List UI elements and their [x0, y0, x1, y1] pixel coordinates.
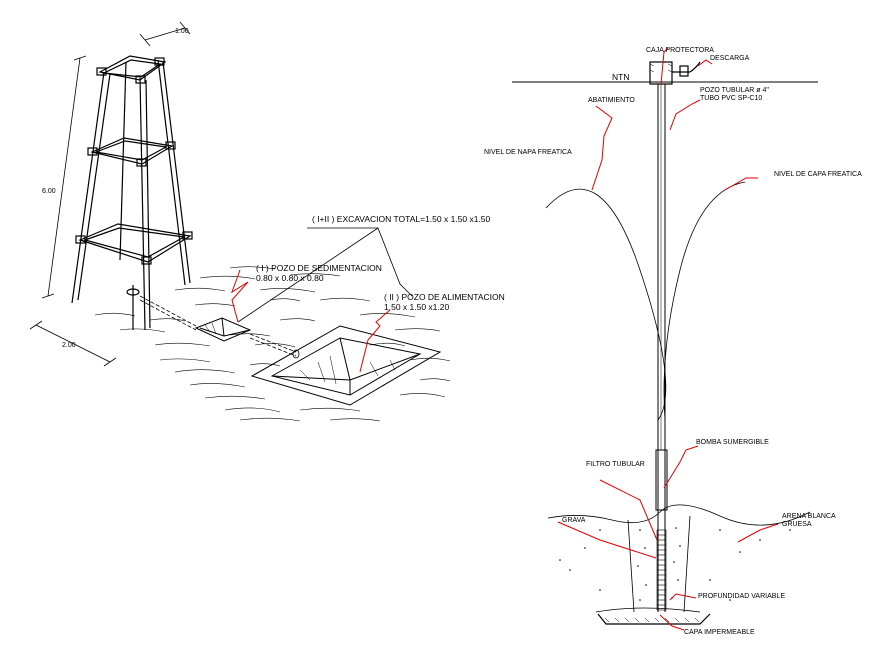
caja-label: CAJA PROTECTORA — [646, 47, 714, 54]
tubular-filter — [656, 529, 667, 611]
gravel-dots — [559, 527, 791, 601]
filtro-label: FILTRO TUBULAR — [586, 461, 645, 468]
capa-label: CAPA IMPERMEABLE — [684, 629, 755, 636]
dim-base-label: 2.00 — [62, 342, 76, 349]
tower-dimensions — [29, 21, 191, 367]
drawdown-curves — [545, 181, 746, 421]
ntn-label: NTN — [612, 72, 629, 82]
ground-hatching — [94, 266, 451, 422]
excavation-total-label: ( I+II ) EXCAVACION TOTAL=1.50 x 1.50 x1… — [312, 214, 491, 224]
feed-pit-title: ( II ) POZO DE ALIMENTACION — [384, 292, 505, 302]
feed-pit — [250, 325, 442, 406]
well-pipe — [657, 84, 666, 612]
soil-strata — [547, 504, 811, 625]
connecting-pipe — [139, 295, 300, 359]
feed-pit-dims: 1.50 x 1.50 x1.20 — [384, 302, 449, 312]
napa-left-label: NIVEL DE NAPA FREATICA — [484, 149, 572, 156]
sedimentation-dims: 0.80 x 0.80 x 0.80 — [256, 273, 324, 283]
elevated-tank-tower — [71, 55, 193, 331]
grava-label: GRAVA — [562, 517, 586, 524]
pozo-tubular-label: POZO TUBULAR ø 4" — [700, 87, 769, 94]
sedimentation-title: ( I ) POZO DE SEDIMENTACION — [256, 263, 382, 273]
sedimentation-pit — [194, 317, 252, 342]
dim-width-label: 1.00 — [175, 28, 189, 35]
protective-box — [649, 61, 701, 85]
profundidad-label: PROFUNDIDAD VARIABLE — [698, 593, 785, 600]
descarga-label: DESCARGA — [710, 55, 750, 62]
bomba-label: BOMBA SUMERGIBLE — [696, 439, 769, 446]
abatimiento-label: ABATIMIENTO — [588, 97, 635, 104]
tubo-label: TUBO PVC SP-C10 — [700, 95, 762, 102]
dim-height-label: 6.00 — [42, 188, 56, 195]
arena-label-2: GRUESA — [782, 521, 812, 528]
excavation-leaders — [231, 227, 413, 373]
napa-right-label: NIVEL DE CAPA FREATICA — [774, 171, 862, 178]
submersible-pump — [655, 449, 668, 511]
arena-label-1: ARENA BLANCA — [782, 513, 836, 520]
well-leaders — [557, 47, 779, 631]
